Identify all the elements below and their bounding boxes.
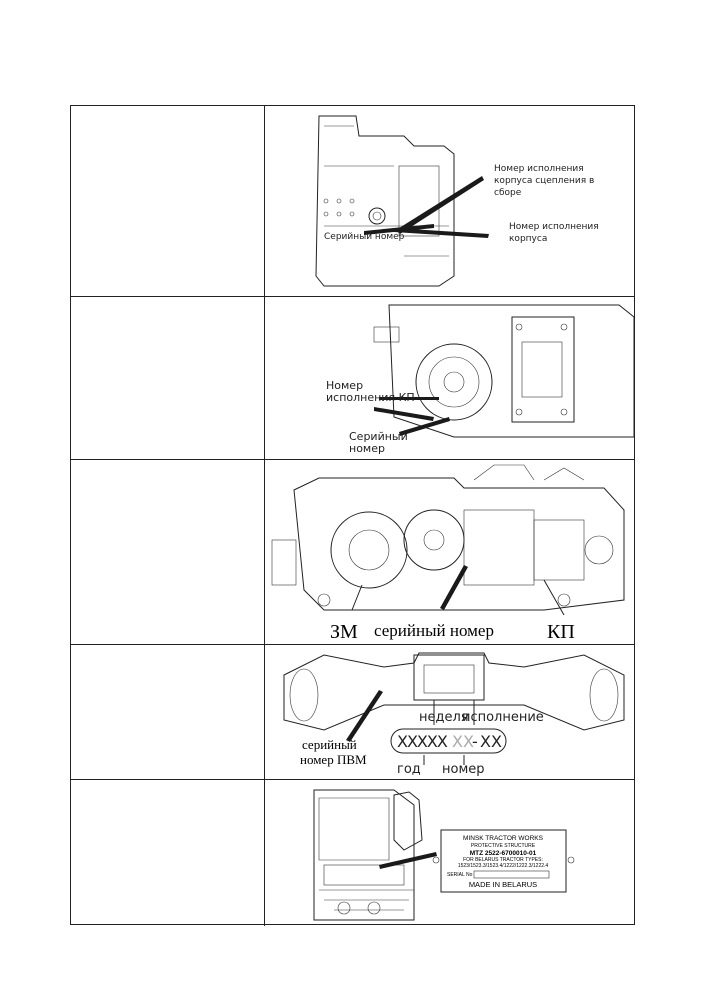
identification-table: Номер исполнения корпуса сцепления в сбо… <box>70 105 635 926</box>
gearbox-drawing: Номер исполнения КП Серийный номер <box>326 304 635 455</box>
plate-line4: FOR BELARUS TRACTOR TYPES: <box>463 857 543 863</box>
gearbox-variant-label-line1: Номер <box>326 379 363 392</box>
year-label: год <box>397 762 421 777</box>
clutch-housing-label-line1: Номер исполнения <box>494 164 584 174</box>
gearbox-variant-label-line2: исполнения КП <box>326 391 415 404</box>
variant-label: исполнение <box>462 710 544 725</box>
plate-made-in: MADE IN BELARUS <box>469 880 537 889</box>
plate-line5: 1523/1523.3/1523.4/1222/1222.3/1222.4 <box>458 863 549 869</box>
empty-label-cell <box>71 780 265 926</box>
number-label: номер <box>442 762 485 777</box>
clutch-housing-label-line2: корпуса сцепления в <box>494 176 594 186</box>
figure-cell: Номер исполнения корпуса сцепления в сбо… <box>264 106 634 296</box>
figure-cell: ЗМ серийный номер КП <box>264 460 634 644</box>
code-faded: XX <box>452 732 474 751</box>
empty-label-cell <box>71 460 265 644</box>
code-tail: XX <box>480 732 502 751</box>
cab-drawing: MINSK TRACTOR WORKS PROTECTIVE STRUCTURE… <box>313 789 575 921</box>
housing-label-line1: Номер исполнения <box>509 222 599 232</box>
front-axle-drawing: неделя исполнение XXXXX XX - XX серийный… <box>283 652 625 777</box>
plate-line1: MINSK TRACTOR WORKS <box>463 835 544 842</box>
figure-cell: MINSK TRACTOR WORKS PROTECTIVE STRUCTURE… <box>264 780 634 926</box>
plate-serial-label: SERIAL No <box>447 872 473 878</box>
housing-label-line2: корпуса <box>509 234 547 244</box>
empty-label-cell <box>71 645 265 779</box>
serial-label-line1: Серийный <box>349 430 408 443</box>
table-row-transmission: ЗМ серийный номер КП <box>71 460 634 645</box>
figure-cell: неделя исполнение XXXXX XX - XX серийный… <box>264 645 634 779</box>
serial-label-line2: номер ПВМ <box>300 752 367 767</box>
zm-label: ЗМ <box>330 621 358 643</box>
table-row-gearbox: Номер исполнения КП Серийный номер <box>71 297 635 460</box>
clutch-housing-drawing: Номер исполнения корпуса сцепления в сбо… <box>315 115 599 287</box>
clutch-housing-label-line3: сборе <box>494 188 522 198</box>
plate-line2: PROTECTIVE STRUCTURE <box>471 843 536 849</box>
figure-cell: Номер исполнения КП Серийный номер <box>264 297 635 459</box>
table-row-protective-structure: MINSK TRACTOR WORKS PROTECTIVE STRUCTURE… <box>71 780 634 926</box>
code-main: XXXXX <box>397 732 448 751</box>
serial-label-line2: номер <box>349 442 385 455</box>
empty-label-cell <box>71 297 265 459</box>
week-label: неделя <box>419 710 469 725</box>
table-row-front-axle: неделя исполнение XXXXX XX - XX серийный… <box>71 645 634 780</box>
plate-line3: MTZ 2522-6700010-01 <box>470 850 537 857</box>
transmission-drawing: ЗМ серийный номер КП <box>271 464 625 643</box>
kp-label: КП <box>547 621 575 643</box>
code-dash: - <box>472 732 478 751</box>
serial-number-label: Серийный номер <box>324 232 405 242</box>
empty-label-cell <box>71 106 265 296</box>
serial-label-line1: серийный <box>302 737 357 752</box>
serial-number-label: серийный номер <box>374 621 494 640</box>
table-row-clutch-housing: Номер исполнения корпуса сцепления в сбо… <box>71 106 634 297</box>
